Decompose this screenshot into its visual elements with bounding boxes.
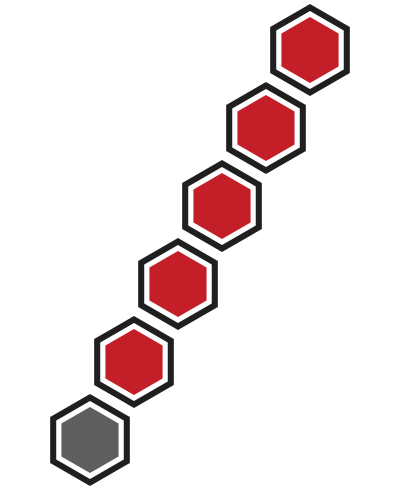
hexagon-cell-6-filled	[270, 4, 350, 96]
hexagon-fill-empty	[61, 407, 119, 473]
hexagon-fill-filled	[237, 95, 295, 161]
hexagon-fill-filled	[281, 17, 339, 83]
hexagon-cells	[50, 4, 350, 486]
hexagon-cell-1-empty	[50, 394, 130, 486]
hexagon-cell-3-filled	[138, 238, 218, 330]
hexagon-fill-filled	[105, 329, 163, 395]
hexagon-fill-filled	[149, 251, 207, 317]
hexagon-fill-filled	[193, 173, 251, 239]
hexagon-cell-4-filled	[182, 160, 262, 252]
hexagon-cell-2-filled	[94, 316, 174, 408]
hexagon-cell-5-filled	[226, 82, 306, 174]
